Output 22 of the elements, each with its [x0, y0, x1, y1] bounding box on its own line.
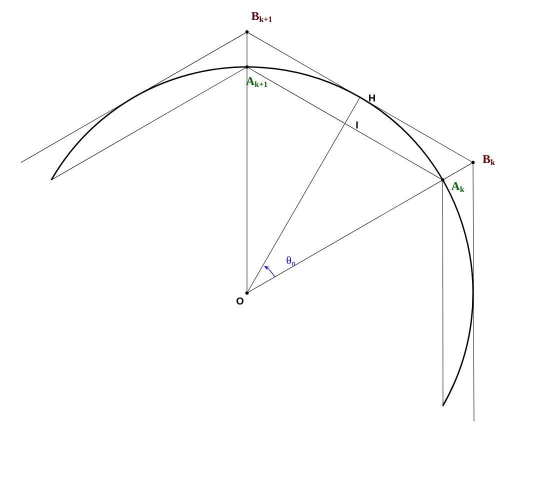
line [360, 97, 472, 162]
point-label: O [236, 297, 244, 305]
point-label: H [369, 94, 375, 102]
line [246, 34, 248, 66]
line [246, 68, 248, 292]
point-label: B$_{k}$ [482, 155, 495, 165]
line [444, 163, 472, 180]
angle-label: θ$_{n}$ [286, 256, 296, 266]
line [248, 180, 442, 292]
point-label: A$_{k}$ [451, 182, 464, 192]
line [344, 97, 360, 124]
line [472, 164, 474, 422]
line [248, 32, 360, 98]
point-label: A$_{k+1}$ [246, 77, 268, 87]
line [344, 123, 442, 180]
line [248, 68, 345, 124]
line [51, 68, 246, 180]
point-label: I [356, 122, 358, 128]
line [442, 182, 444, 406]
point-label: B$_{k+1}$ [251, 12, 272, 22]
line [248, 123, 345, 292]
line [20, 32, 246, 163]
